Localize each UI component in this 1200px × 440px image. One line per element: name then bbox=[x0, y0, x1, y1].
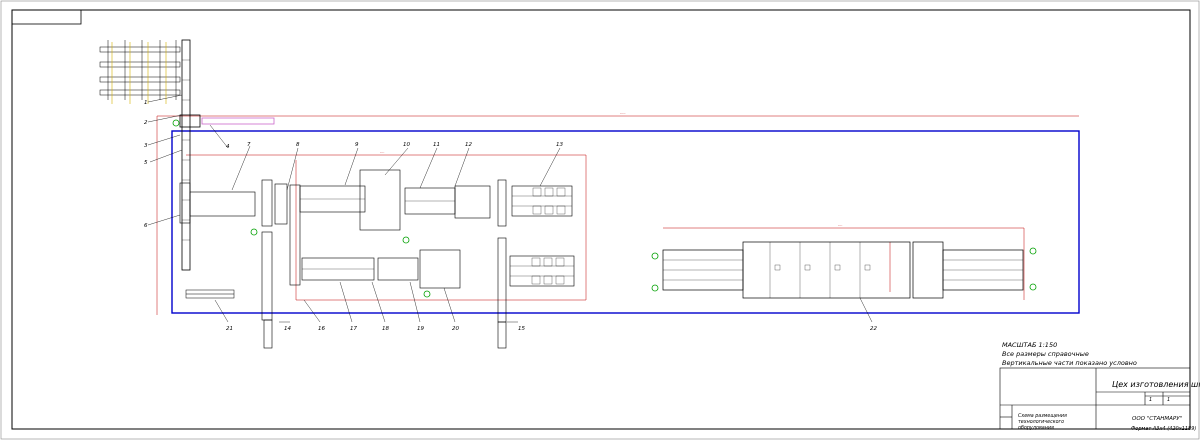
position-13: 13 bbox=[556, 142, 563, 148]
organization-name: ООО "СТАНМАРУ" bbox=[1132, 416, 1183, 422]
magenta-chute bbox=[201, 117, 275, 125]
scale-note: МАСШТАБ 1:150 bbox=[1002, 341, 1058, 349]
heights-note: Вертикальные части показано условно bbox=[1002, 359, 1137, 367]
position-17: 17 bbox=[350, 326, 357, 332]
green-markers bbox=[172, 119, 1037, 298]
transfer-conveyor-rollers bbox=[182, 59, 190, 241]
svg-text:----: ---- bbox=[838, 223, 842, 227]
position-1: 1 bbox=[144, 100, 148, 106]
position-8: 8 bbox=[296, 142, 300, 148]
upper-line-details bbox=[300, 187, 572, 215]
position-9: 9 bbox=[355, 142, 359, 148]
position-14: 14 bbox=[284, 326, 291, 332]
position-20: 20 bbox=[452, 326, 459, 332]
sheets-count: 1 bbox=[1167, 397, 1171, 403]
position-15: 15 bbox=[518, 326, 525, 332]
position-12: 12 bbox=[465, 142, 472, 148]
lower-line-details bbox=[302, 257, 574, 285]
position-7: 7 bbox=[247, 142, 251, 148]
position-5: 5 bbox=[144, 160, 148, 166]
svg-text:----: ---- bbox=[380, 150, 384, 154]
veneer-stacker bbox=[185, 289, 235, 299]
position-10: 10 bbox=[403, 142, 410, 148]
upper-line-equipment bbox=[179, 169, 573, 231]
vertical-transfer-conveyor bbox=[181, 39, 191, 271]
position-22: 22 bbox=[870, 326, 877, 332]
debarker-unit bbox=[179, 114, 201, 128]
feed-conveyor-yellow-lines bbox=[111, 42, 167, 104]
position-18: 18 bbox=[382, 326, 389, 332]
position-6: 6 bbox=[144, 223, 148, 229]
leader-lines bbox=[147, 94, 873, 323]
position-3: 3 bbox=[144, 143, 148, 149]
vertical-posts bbox=[263, 319, 507, 349]
title-block bbox=[999, 367, 1191, 430]
drawing-name: Схема размещения технологического оборуд… bbox=[1018, 414, 1067, 431]
paper-format: Формат А3х4 (420х1189) bbox=[1131, 426, 1197, 432]
position-4: 4 bbox=[226, 144, 230, 150]
position-16: 16 bbox=[318, 326, 325, 332]
sheet-number: 1 bbox=[1149, 397, 1153, 403]
dryer-details bbox=[663, 242, 1023, 298]
workshop-boundary bbox=[171, 130, 1080, 314]
overall-dimensions bbox=[156, 115, 1079, 315]
position-19: 19 bbox=[417, 326, 424, 332]
sheet-inner-frame bbox=[11, 9, 1191, 430]
dimensions-note: Все размеры справочные bbox=[1002, 350, 1089, 358]
svg-text:-----: ----- bbox=[620, 111, 625, 115]
position-labels: 1 2 3 4 5 6 7 8 9 10 11 12 13 14 15 16 1… bbox=[144, 100, 877, 332]
position-2: 2 bbox=[144, 120, 148, 126]
lower-line-equipment bbox=[261, 184, 575, 323]
position-11: 11 bbox=[433, 142, 440, 148]
feed-conveyors bbox=[99, 40, 181, 100]
dimension-values: ----- ---- ---- bbox=[380, 111, 842, 227]
corner-stamp-box bbox=[11, 9, 82, 25]
drawing-title: Цех изготовления шпона bbox=[1112, 380, 1200, 389]
position-21: 21 bbox=[226, 326, 233, 332]
